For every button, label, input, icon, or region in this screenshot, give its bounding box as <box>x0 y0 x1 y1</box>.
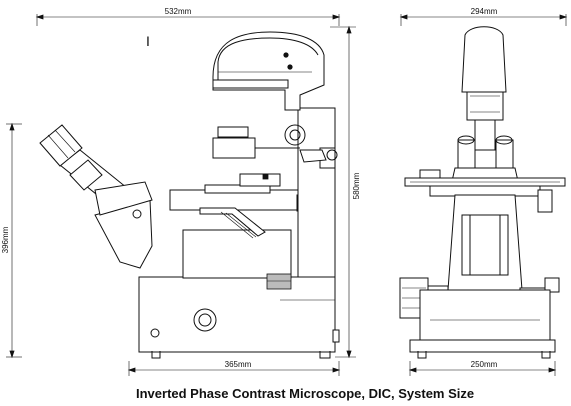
side-width-label: 532mm <box>165 7 192 16</box>
side-view-microscope <box>39 31 340 359</box>
front-view-microscope <box>399 26 566 359</box>
side-base-label: 365mm <box>225 360 252 369</box>
side-base-dimension: 365mm <box>127 360 341 376</box>
side-height-label: 580mm <box>352 172 361 199</box>
side-width-dimension: 532mm <box>35 7 341 26</box>
side-height-dimension: 580mm <box>330 25 361 359</box>
caption: Inverted Phase Contrast Microscope, DIC,… <box>136 386 474 401</box>
front-base-label: 250mm <box>471 360 498 369</box>
corner-mark: I <box>146 33 150 49</box>
front-width-dimension: 294mm <box>399 7 568 26</box>
front-width-label: 294mm <box>471 7 498 16</box>
front-base-dimension: 250mm <box>408 360 557 376</box>
side-depth-dimension: 396mm <box>1 122 22 359</box>
side-depth-label: 396mm <box>1 226 10 253</box>
